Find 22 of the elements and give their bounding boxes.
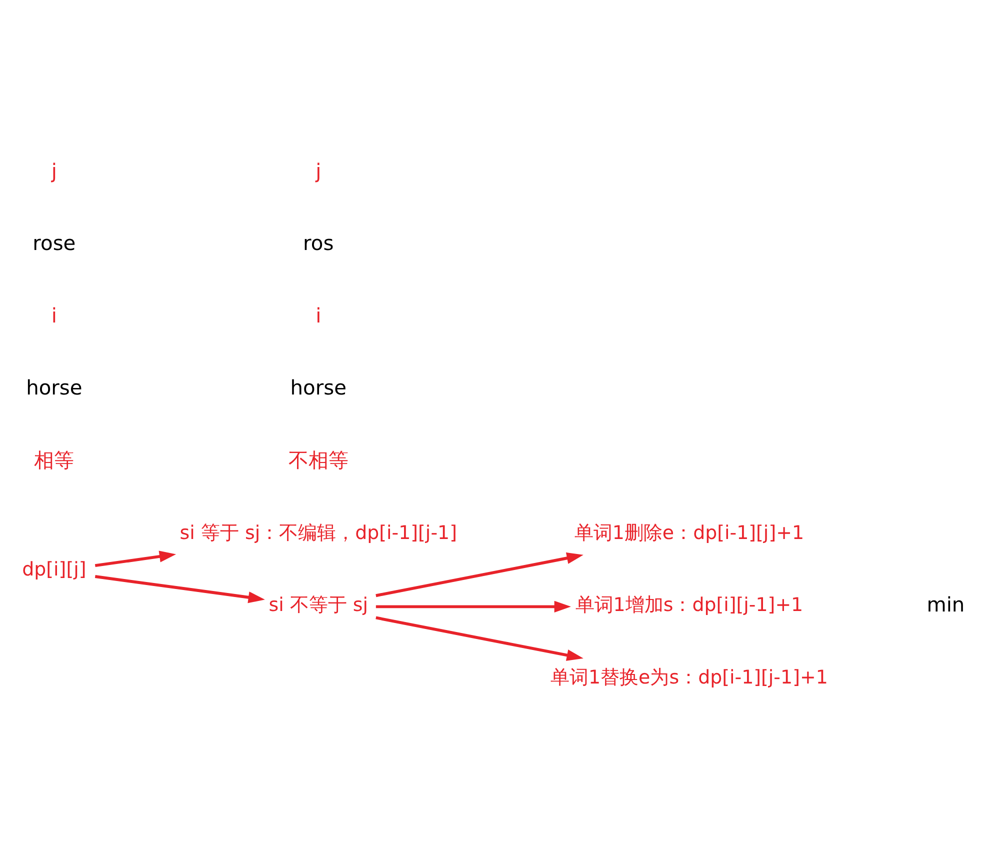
- label: ros: [303, 231, 334, 256]
- node-text: si 等于 sj：不编辑，dp[i-1][j-1]: [180, 522, 457, 544]
- label: 相等: [34, 448, 74, 472]
- arrow: [94, 575, 265, 604]
- label: j: [316, 158, 322, 183]
- label: 不相等: [288, 448, 348, 472]
- node-text: 单词1删除e：dp[i-1][j]+1: [574, 522, 804, 544]
- label: j: [51, 158, 57, 183]
- label: horse: [290, 376, 346, 400]
- label: min: [926, 592, 965, 617]
- label: horse: [26, 376, 82, 400]
- node-text: 单词1增加s：dp[i][j-1]+1: [575, 594, 804, 616]
- arrow: [376, 552, 584, 598]
- label: i: [316, 303, 322, 328]
- label: rose: [32, 231, 76, 256]
- label: i: [51, 303, 57, 328]
- node-text: si 不等于 sj: [268, 594, 368, 616]
- node-text: 单词1替换e为s：dp[i-1][j-1]+1: [550, 666, 828, 688]
- arrow: [94, 550, 176, 568]
- arrow: [376, 600, 571, 612]
- node-text: dp[i][j]: [22, 558, 86, 581]
- arrow: [376, 616, 584, 661]
